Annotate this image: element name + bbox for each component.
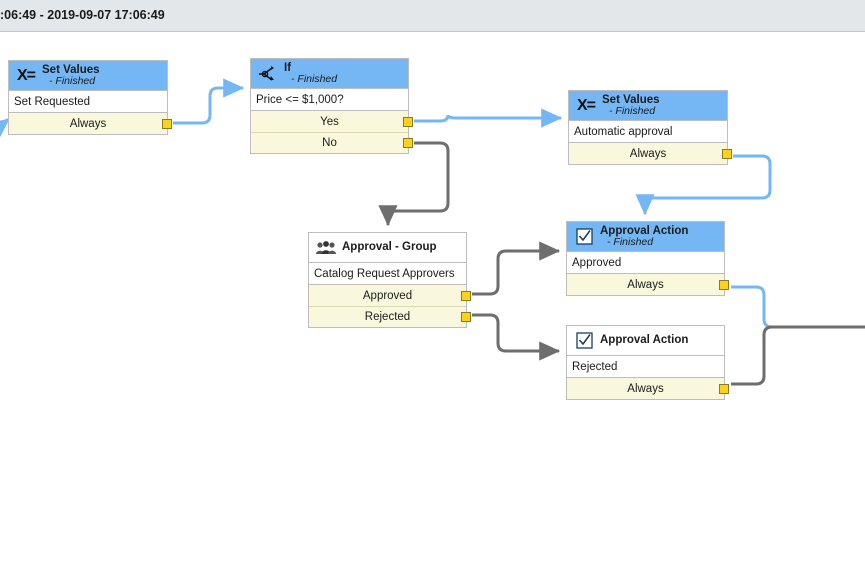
node-port-approved[interactable]: Approved	[309, 285, 471, 306]
port-connector-dot[interactable]	[403, 138, 413, 148]
node-title: If	[284, 61, 292, 74]
node-port-rejected[interactable]: Rejected	[309, 306, 471, 327]
node-port-always[interactable]: Always	[567, 274, 729, 295]
node-body-text: Price <= $1,000?	[251, 89, 408, 111]
node-body-text: Approved	[567, 252, 724, 274]
node-port-always[interactable]: Always	[9, 113, 172, 134]
node-title: Set Values	[42, 63, 100, 76]
node-header: X= Set Values - Finished	[9, 61, 167, 91]
node-header: Approval Action	[567, 326, 724, 356]
node-port-always[interactable]: Always	[569, 143, 732, 164]
edge-approval-action-rejected-always-exit	[731, 325, 865, 386]
branch-icon	[257, 64, 279, 84]
node-status: - Finished	[291, 73, 338, 86]
port-connector-dot[interactable]	[403, 116, 413, 127]
node-body-text: Catalog Request Approvers	[309, 263, 466, 285]
port-label: Yes	[320, 115, 339, 128]
port-label: Rejected	[364, 311, 411, 323]
node-status: - Finished	[49, 75, 96, 88]
node-title: Set Values	[602, 93, 660, 106]
port-label: Always	[627, 382, 664, 395]
node-header: X= Set Values - Finished	[569, 91, 727, 121]
port-connector-dot[interactable]	[162, 118, 172, 129]
node-approval-action-approved[interactable]: Approval Action - Finished Approved Alwa…	[566, 221, 729, 296]
edge-if-yes-to-set-values-2	[414, 108, 563, 128]
node-set-values-2[interactable]: X= Set Values - Finished Automatic appro…	[568, 90, 732, 165]
node-body-text: Set Requested	[9, 91, 167, 113]
node-header: Approval Action - Finished	[567, 222, 724, 252]
port-label: No	[322, 137, 337, 149]
port-label: Always	[627, 278, 664, 291]
header-bar: :06:49 - 2019-09-07 17:06:49	[0, 0, 865, 32]
port-connector-dot[interactable]	[719, 279, 729, 290]
port-connector-dot[interactable]	[461, 312, 471, 322]
port-label: Always	[69, 117, 107, 130]
edge-layer	[0, 78, 865, 386]
node-if[interactable]: If - Finished Price <= $1,000? Yes No	[250, 58, 413, 154]
port-label: Approved	[362, 289, 413, 302]
workflow-canvas[interactable]: X= Set Values - Finished Set Requested A…	[0, 33, 865, 576]
node-set-values-1[interactable]: X= Set Values - Finished Set Requested A…	[8, 60, 172, 135]
port-label: Always	[629, 147, 667, 160]
edge-set-values-2-always-to-approval-action-approved	[635, 154, 772, 216]
port-connector-dot[interactable]	[719, 383, 729, 394]
checkbox-icon	[573, 331, 595, 351]
node-port-always[interactable]: Always	[567, 378, 729, 399]
x-equals-icon: X=	[16, 66, 36, 84]
node-body-text: Automatic approval	[569, 121, 727, 143]
node-status: - Finished	[607, 236, 654, 249]
edge-approval-group-rejected-to-approval-action-rejected	[472, 313, 561, 361]
activity-timestamp: :06:49 - 2019-09-07 17:06:49	[0, 8, 165, 22]
edge-approval-group-approved-to-approval-action-approved	[472, 241, 561, 296]
node-title: Approval Action	[600, 224, 689, 237]
edge-if-no-to-approval-group	[378, 141, 450, 227]
port-connector-dot[interactable]	[461, 290, 471, 301]
edge-approval-action-approved-always-exit	[731, 285, 865, 329]
node-port-no[interactable]: No	[251, 132, 413, 153]
edge-entry-to-set-values-1	[0, 117, 10, 139]
node-port-yes[interactable]: Yes	[251, 111, 413, 132]
node-header: If - Finished	[251, 59, 408, 89]
node-body-text: Rejected	[567, 356, 724, 378]
checkbox-icon	[573, 227, 595, 247]
x-equals-icon: X=	[576, 96, 596, 114]
node-title: Approval Action	[600, 334, 689, 347]
node-title: Approval - Group	[342, 241, 437, 254]
node-approval-group[interactable]: Approval - Group Catalog Request Approve…	[308, 232, 471, 328]
edge-set-values-1-always-to-if	[173, 78, 245, 125]
node-approval-action-rejected[interactable]: Approval Action Rejected Always	[566, 325, 729, 400]
node-header: Approval - Group	[309, 233, 466, 263]
port-connector-dot[interactable]	[722, 148, 732, 159]
group-people-icon	[315, 238, 337, 258]
node-status: - Finished	[609, 105, 656, 118]
